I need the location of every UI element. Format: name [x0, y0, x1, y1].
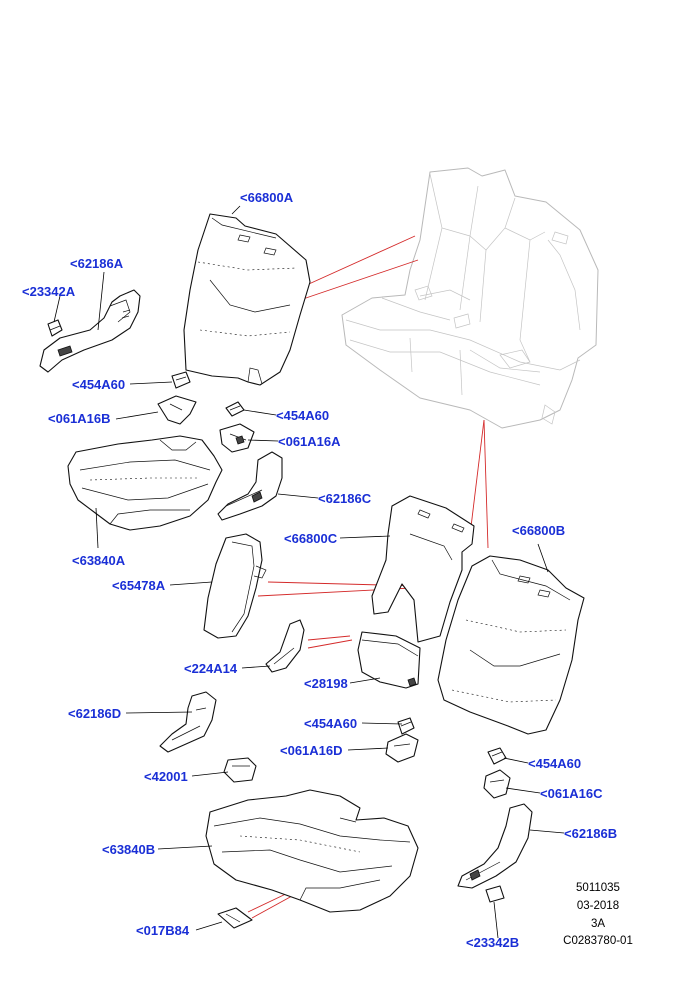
callout-061A16A[interactable]: <061A16A: [278, 434, 341, 449]
callout-454A60-3[interactable]: <454A60: [304, 716, 358, 731]
part-63840A-cushion-cover[interactable]: [67, 435, 223, 531]
part-017B84-pad[interactable]: [217, 907, 253, 929]
diagram-ref-number: 5011035: [576, 882, 620, 894]
callout-62186C[interactable]: <62186C: [318, 491, 372, 506]
part-62186C-bracket[interactable]: [217, 451, 283, 521]
part-66800B-backrest-cover[interactable]: [437, 555, 585, 735]
callout-061A16B[interactable]: <061A16B: [48, 411, 111, 426]
part-66800A-backrest-cover[interactable]: [183, 213, 311, 386]
callout-23342B[interactable]: <23342B: [466, 935, 520, 950]
overview-leaders: [247, 235, 489, 919]
part-454A60-clip-4[interactable]: [487, 747, 507, 765]
callout-63840B[interactable]: <63840B: [102, 842, 156, 857]
part-62186B-bracket[interactable]: [457, 803, 533, 889]
callout-66800A[interactable]: <66800A: [240, 190, 294, 205]
callout-454A60-4[interactable]: <454A60: [528, 756, 582, 771]
callout-017B84[interactable]: <017B84: [136, 923, 190, 938]
part-23342A-clip[interactable]: [47, 319, 63, 337]
callout-leaders: [53, 205, 565, 939]
callout-63840A[interactable]: <63840A: [72, 553, 126, 568]
part-061A16C-bezel[interactable]: [483, 769, 511, 799]
part-66800C-cover[interactable]: [371, 495, 475, 643]
callout-42001[interactable]: <42001: [144, 769, 188, 784]
diagram-date: 03-2018: [576, 899, 620, 912]
callout-224A14[interactable]: <224A14: [184, 661, 238, 676]
part-454A60-clip-3[interactable]: [397, 717, 415, 735]
part-454A60-clip-2[interactable]: [225, 401, 245, 417]
part-65478A-armrest[interactable]: [203, 533, 267, 639]
part-42001-cap[interactable]: [223, 757, 257, 783]
part-061A16D-bezel[interactable]: [385, 733, 419, 763]
callout-454A60-1[interactable]: <454A60: [72, 377, 126, 392]
rear-seat-overview: [341, 167, 599, 429]
callout-65478A[interactable]: <65478A: [112, 578, 166, 593]
part-061A16B-bezel[interactable]: [157, 395, 197, 425]
callout-66800C[interactable]: <66800C: [284, 531, 338, 546]
callout-62186A[interactable]: <62186A: [70, 256, 124, 271]
callout-62186B[interactable]: <62186B: [564, 826, 618, 841]
part-63840B-cushion-cover[interactable]: [205, 789, 419, 913]
callout-28198[interactable]: <28198: [304, 676, 348, 691]
part-62186A-bracket[interactable]: [39, 289, 141, 373]
callout-23342A[interactable]: <23342A: [22, 284, 76, 299]
callout-66800B[interactable]: <66800B: [512, 523, 566, 538]
part-454A60-clip-1[interactable]: [171, 371, 191, 389]
callout-061A16D[interactable]: <061A16D: [280, 743, 343, 758]
diagram-reference-block: 5011035 03-2018 3A C0283780-01: [556, 880, 640, 951]
part-28198-pad[interactable]: [357, 631, 421, 689]
callout-454A60-2[interactable]: <454A60: [276, 408, 330, 423]
part-224A14-bracket[interactable]: [265, 619, 305, 673]
part-23342B-clip[interactable]: [485, 885, 505, 903]
callout-62186D[interactable]: <62186D: [68, 706, 122, 721]
part-061A16A-bezel[interactable]: [219, 423, 255, 453]
diagram-code: C0283780-01: [563, 935, 633, 948]
diagram-revision: 3A: [590, 917, 606, 930]
part-62186D-bracket[interactable]: [159, 691, 217, 753]
callout-061A16C[interactable]: <061A16C: [540, 786, 603, 801]
